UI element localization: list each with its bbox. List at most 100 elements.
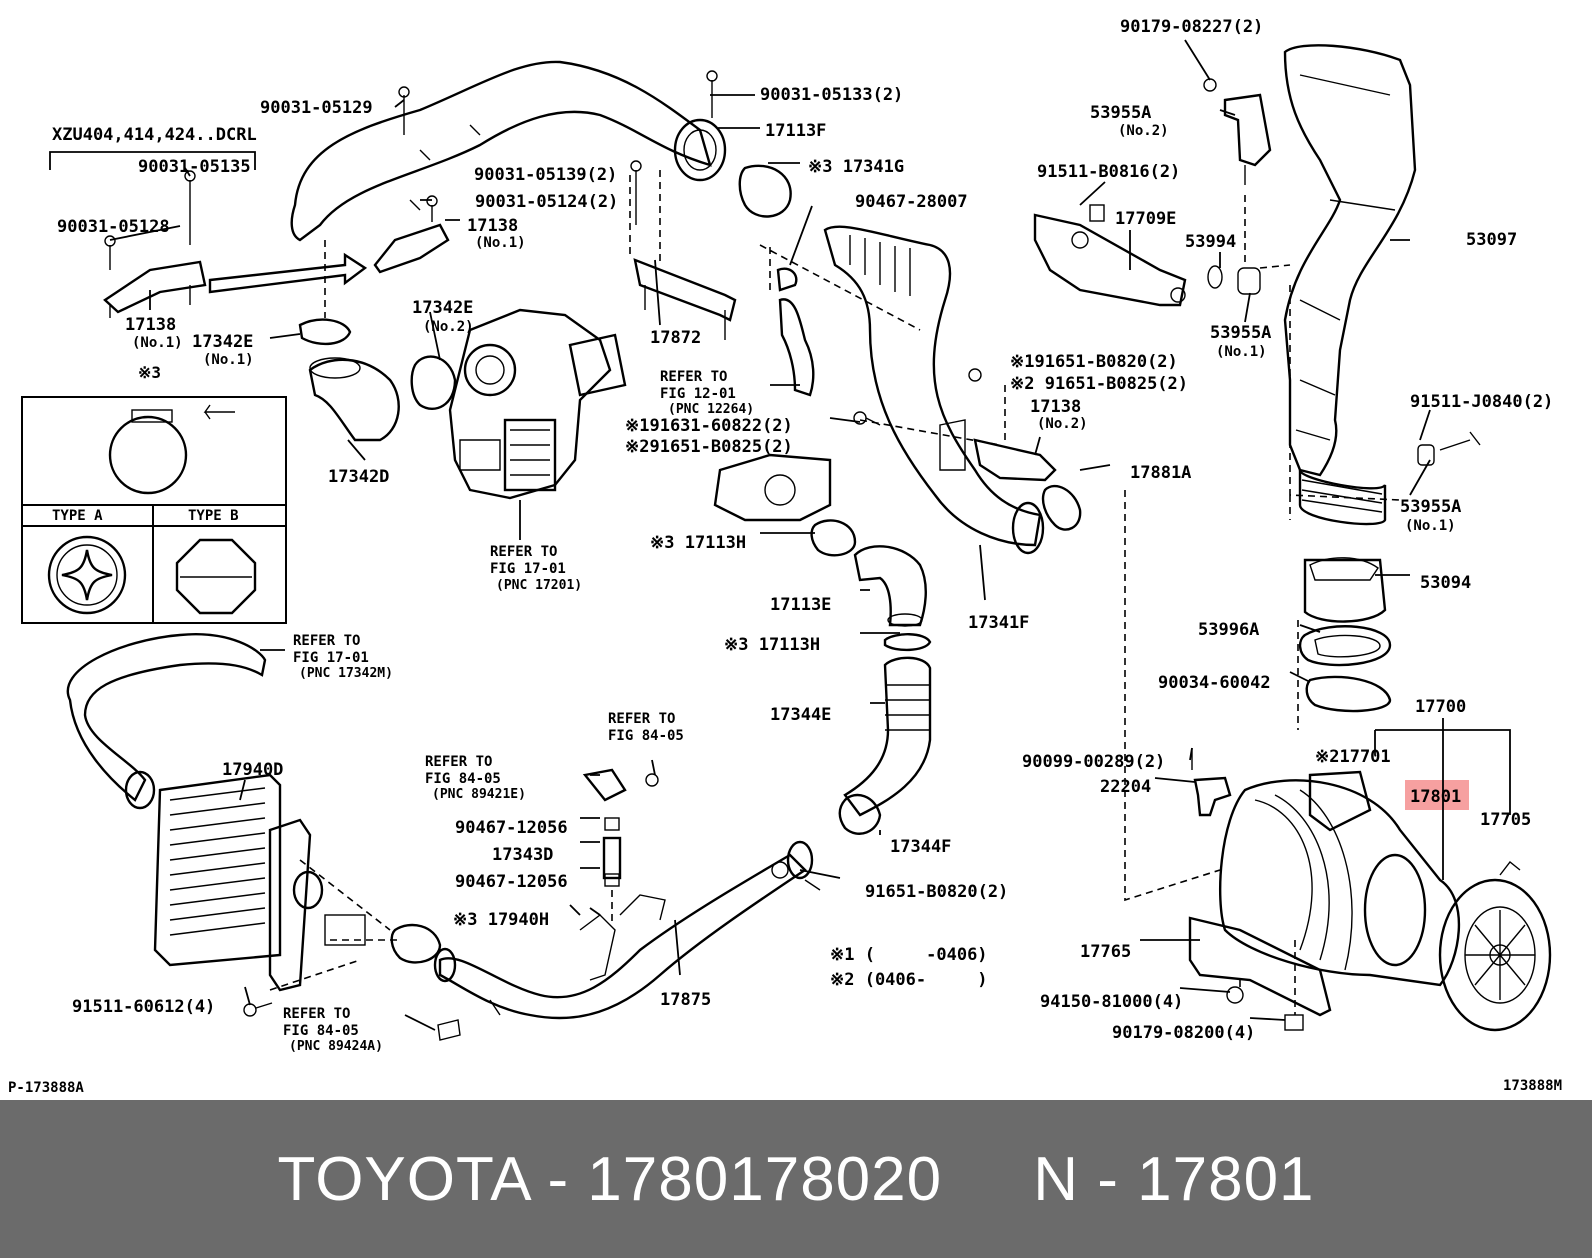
label-91651-b0825-a: ※2 91651-B0825(2)	[1010, 374, 1188, 394]
refer-89421e-line3: (PNC 89421E)	[432, 787, 526, 802]
vacuum-hose-17343d	[582, 768, 659, 925]
label-90179-08227: 90179-08227(2)	[1120, 17, 1263, 37]
hose-17341f-group	[759, 225, 1082, 555]
refer-84-05-line2: FIG 84-05	[608, 728, 684, 744]
label-17342e-no2: 17342E	[412, 298, 473, 318]
label-17765: 17765	[1080, 942, 1131, 962]
label-17872: 17872	[650, 328, 701, 348]
label-91651-b0820-b: 91651-B0820(2)	[865, 882, 1008, 902]
highlight-17801-box	[1405, 780, 1469, 810]
label-53955a-bot-no: (No.1)	[1405, 518, 1456, 534]
label-17138-left-no: (No.1)	[132, 335, 183, 351]
label-91511-j0840: 91511-J0840(2)	[1410, 392, 1553, 412]
label-53955a-top: 53955A	[1090, 103, 1151, 123]
intercooler-17940d	[66, 633, 461, 1041]
refer-17342m-line1: REFER TO	[293, 633, 360, 649]
label-17138-left: 17138	[125, 315, 176, 335]
refer-89424a-line2: FIG 84-05	[283, 1023, 359, 1039]
label-53955a-mid-no: (No.1)	[1216, 344, 1267, 360]
label-17705: 17705	[1480, 810, 1531, 830]
label-17709e: 17709E	[1115, 209, 1176, 229]
label-17344e: 17344E	[770, 705, 831, 725]
label-17113h-b: ※3 17113H	[724, 635, 820, 655]
label-90467-12056-a: 90467-12056	[455, 818, 568, 838]
egr-housing-group	[713, 411, 932, 835]
clamp-type-legend	[21, 396, 287, 624]
label-17113h-a: ※3 17113H	[650, 533, 746, 553]
label-91511-b0816: 91511-B0816(2)	[1037, 162, 1180, 182]
refer-89421e-line2: FIG 84-05	[425, 771, 501, 787]
figure-id-left: P-173888A	[8, 1080, 84, 1096]
intercooler-pipe-17875	[390, 840, 821, 1020]
label-17342e-no1-sub: (No.1)	[203, 352, 254, 368]
legend-note-1: ※1 ( -0406)	[830, 945, 988, 965]
part-number-footer: TOYOTA - 1780178020 N - 17801	[0, 1100, 1592, 1258]
label-90031-05129: 90031-05129	[260, 98, 373, 118]
label-53955a-mid: 53955A	[1210, 323, 1271, 343]
label-17138-no2: 17138	[1030, 397, 1081, 417]
label-91631-60822: ※191631-60822(2)	[625, 416, 793, 436]
label-90031-05139: 90031-05139(2)	[474, 165, 617, 185]
part-number-labels: 90179-08227(2) 53955A (No.2) 91511-B0816…	[8, 17, 1562, 1096]
label-53994: 53994	[1185, 232, 1236, 252]
throttle-body-assembly	[448, 308, 627, 540]
label-53097: 53097	[1466, 230, 1517, 250]
figure-id-right: 173888M	[1503, 1078, 1562, 1094]
label-17940d: 17940D	[222, 760, 283, 780]
label-53955a-top-no: (No.2)	[1118, 123, 1169, 139]
intake-pipe-upper	[49, 60, 792, 340]
label-90099-00289: 90099-00289(2)	[1022, 752, 1165, 772]
refer-12-01-line3: (PNC 12264)	[668, 402, 754, 417]
refer-17342m-line2: FIG 17-01	[293, 650, 369, 666]
hose-17342-group	[298, 240, 457, 442]
label-17801: 17801	[1410, 787, 1461, 807]
label-94150-81000: 94150-81000(4)	[1040, 992, 1183, 1012]
label-17341g: ※3 17341G	[808, 157, 904, 177]
label-90031-05135: 90031-05135	[138, 157, 251, 177]
refer-84-05-line1: REFER TO	[608, 711, 675, 727]
label-17343d: 17343D	[492, 845, 553, 865]
label-17342e-no1: 17342E	[192, 332, 253, 352]
refer-17-01-line1: REFER TO	[490, 544, 557, 560]
label-53996a: 53996A	[1198, 620, 1259, 640]
refer-17-01-line2: FIG 17-01	[490, 561, 566, 577]
label-17113e: 17113E	[770, 595, 831, 615]
refer-89421e-line1: REFER TO	[425, 754, 492, 770]
label-17138-no2-sub: (No.2)	[1037, 416, 1088, 432]
label-90467-28007: 90467-28007	[855, 192, 968, 212]
label-91511-60612: 91511-60612(4)	[72, 997, 215, 1017]
label-17700: 17700	[1415, 697, 1466, 717]
label-90031-05133: 90031-05133(2)	[760, 85, 903, 105]
label-91651-b0820-a: ※191651-B0820(2)	[1010, 352, 1178, 372]
label-17344f: 17344F	[890, 837, 951, 857]
label-17875: 17875	[660, 990, 711, 1010]
label-53955a-bot: 53955A	[1400, 497, 1461, 517]
refer-12-01-line2: FIG 12-01	[660, 386, 736, 402]
label-53094: 53094	[1420, 573, 1471, 593]
parts-exploded-diagram: 90179-08227(2) 53955A (No.2) 91511-B0816…	[8, 17, 1562, 1096]
refer-89424a-line1: REFER TO	[283, 1006, 350, 1022]
label-17138-mid-no: (No.1)	[475, 235, 526, 251]
air-cleaner-assembly	[1188, 718, 1552, 1032]
clamp-type-b-label: TYPE B	[188, 508, 239, 524]
refer-89424a-line3: (PNC 89424A)	[289, 1039, 383, 1054]
label-17940h: ※3 17940H	[453, 910, 549, 930]
label-17342d: 17342D	[328, 467, 389, 487]
refer-12-01-line1: REFER TO	[660, 369, 727, 385]
leader-lines	[109, 39, 1431, 1031]
refer-17-01-line3: (PNC 17201)	[496, 578, 582, 593]
label-17341f: 17341F	[968, 613, 1029, 633]
label-22204: 22204	[1100, 777, 1151, 797]
label-90034-60042: 90034-60042	[1158, 673, 1271, 693]
refer-17342m-line3: (PNC 17342M)	[299, 666, 393, 681]
label-17701: ※217701	[1315, 747, 1391, 767]
label-90467-12056-b: 90467-12056	[455, 872, 568, 892]
label-17342e-no2-sub: (No.2)	[423, 319, 474, 335]
footer-part-text: TOYOTA - 1780178020 N - 17801	[277, 1144, 1315, 1214]
label-90179-08200: 90179-08200(4)	[1112, 1023, 1255, 1043]
air-inlet-duct-group	[1033, 44, 1481, 526]
label-17113f: 17113F	[765, 121, 826, 141]
label-17138-mid: 17138	[467, 216, 518, 236]
label-90031-05124: 90031-05124(2)	[475, 192, 618, 212]
